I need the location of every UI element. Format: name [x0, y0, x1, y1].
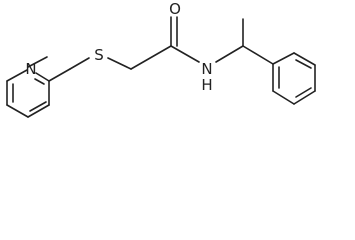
- bond: [170, 45, 200, 63]
- bond: [295, 59, 312, 69]
- carbonyl-oxygen-label: O: [169, 0, 181, 18]
- bond: [130, 45, 172, 70]
- sulfur-label: S: [94, 46, 104, 64]
- pyridine-nitrogen-label: N: [25, 60, 36, 78]
- bond: [27, 104, 50, 118]
- amide-nitrogen-label: N: [201, 60, 212, 78]
- pyridine-ring: [6, 56, 50, 118]
- bond: [48, 68, 71, 82]
- bond: [293, 90, 316, 105]
- bond: [107, 57, 132, 70]
- bond: [272, 52, 295, 65]
- bond: [6, 69, 28, 82]
- bond: [6, 104, 29, 118]
- bond: [69, 57, 90, 70]
- bond: [215, 45, 244, 63]
- structure-canvas: N S O N H: [6, 0, 316, 118]
- bond: [295, 87, 312, 98]
- bond: [34, 78, 45, 85]
- bond: [35, 72, 50, 82]
- bond: [29, 101, 47, 112]
- molecule-diagram: N S O N H: [6, 0, 316, 118]
- amide-hydrogen-label: H: [201, 76, 212, 94]
- bond: [242, 45, 274, 65]
- bond: [293, 52, 316, 66]
- benzene-ring: [272, 52, 316, 105]
- bond: [27, 56, 48, 68]
- bond: [272, 90, 295, 105]
